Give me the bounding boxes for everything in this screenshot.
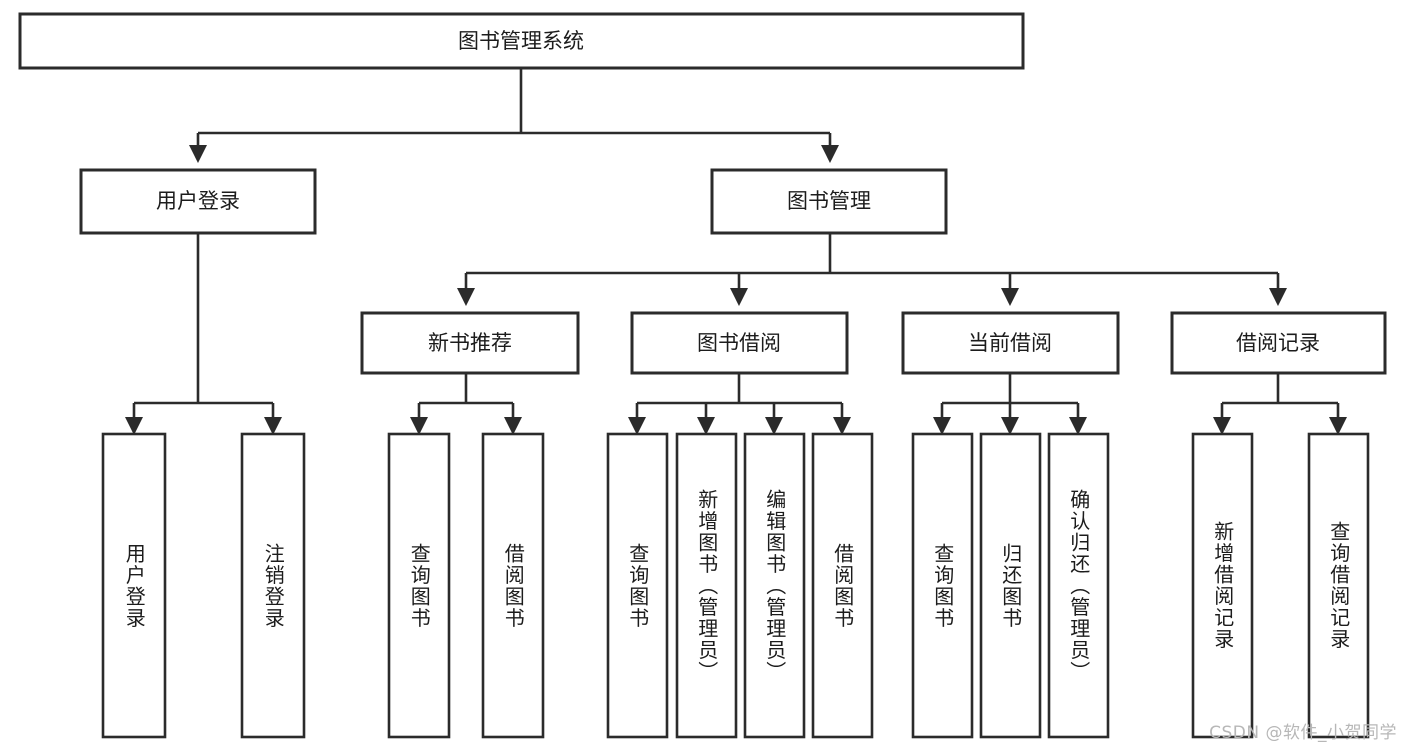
connector-group-root: [188, 68, 840, 164]
node-book-borrow-label: 图书借阅: [697, 331, 781, 355]
node-root[interactable]: [18, 12, 1025, 70]
node-borrow-record[interactable]: [1170, 311, 1387, 375]
leaf-box-current-borrow-3[interactable]: [1047, 432, 1110, 739]
connector-group-new-book: [409, 373, 523, 436]
connector-group-current-borrow: [932, 373, 1088, 436]
leaf-box-new-book-1[interactable]: [387, 432, 451, 739]
leaf-box-book-borrow-1[interactable]: [606, 432, 669, 739]
node-book-borrow[interactable]: [630, 311, 849, 375]
connector-group-book-borrow: [627, 373, 852, 436]
leaf-box-user-login-1[interactable]: [101, 432, 167, 739]
node-user-login[interactable]: [79, 168, 317, 235]
node-book-manage[interactable]: [710, 168, 948, 235]
leaf-box-current-borrow-2[interactable]: [979, 432, 1042, 739]
leaf-box-user-login-2[interactable]: [240, 432, 306, 739]
connector-group-borrow-record: [1212, 373, 1348, 436]
node-current-borrow[interactable]: [901, 311, 1120, 375]
node-user-login-label: 用户登录: [156, 189, 240, 213]
connector-group-user-login: [124, 233, 283, 436]
leaf-box-borrow-record-2[interactable]: [1307, 432, 1370, 739]
watermark-text: CSDN @软件_小贺同学: [1209, 723, 1397, 743]
leaf-box-book-borrow-2[interactable]: [675, 432, 738, 739]
node-root-label: 图书管理系统: [458, 29, 584, 53]
leaf-box-current-borrow-1[interactable]: [911, 432, 974, 739]
leaf-box-book-borrow-3[interactable]: [743, 432, 806, 739]
connector-group-book-manage: [456, 233, 1288, 307]
leaf-box-book-borrow-4[interactable]: [811, 432, 874, 739]
leaf-box-new-book-2[interactable]: [481, 432, 545, 739]
leaf-box-borrow-record-1[interactable]: [1191, 432, 1254, 739]
node-new-book-recommend[interactable]: [360, 311, 580, 375]
node-book-manage-label: 图书管理: [787, 189, 871, 213]
node-current-borrow-label: 当前借阅: [968, 331, 1052, 355]
node-borrow-record-label: 借阅记录: [1236, 331, 1320, 355]
node-new-book-recommend-label: 新书推荐: [428, 331, 512, 355]
